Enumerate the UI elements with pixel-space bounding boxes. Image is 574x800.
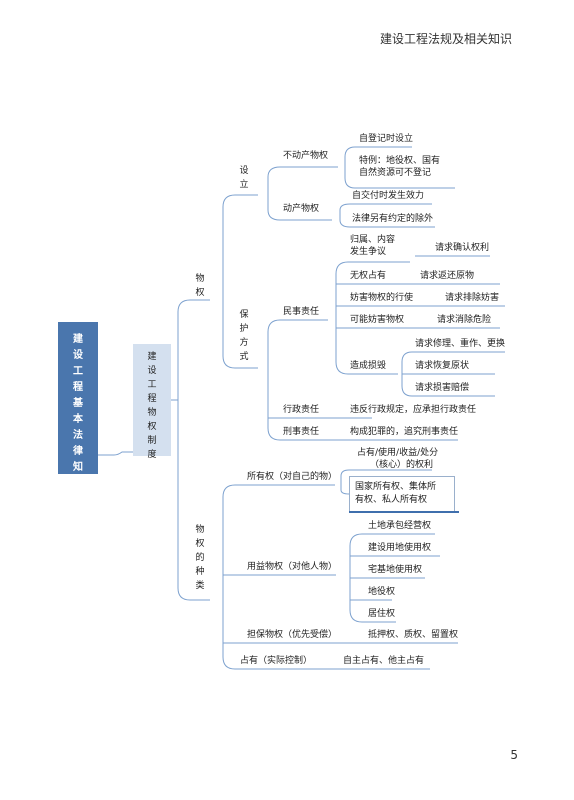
node-yongyi-item5: 居住权 (368, 609, 396, 619)
sub-node: 建设工程物权制度 (133, 344, 171, 460)
node-minshi-remedy-4: 请求消除危险 (437, 315, 492, 325)
node-minshi-remedy-3: 请求排除妨害 (445, 293, 500, 303)
node-minshi-cond-2: 无权占有 (350, 271, 387, 281)
node-dongchan-item1: 自交付时发生效力 (352, 191, 425, 201)
node-zhanyou: 占有（实际控制） (240, 656, 313, 666)
node-yongyi: 用益物权（对他人物） (247, 562, 338, 572)
node-zaocheng-item2: 请求恢复原状 (415, 361, 470, 371)
root-node: 建设工程基本法律知识 (58, 322, 98, 489)
node-yongyi-item1: 土地承包经营权 (368, 521, 432, 531)
node-suoyou-core-1: 占有/使用/收益/处分 (357, 448, 439, 458)
node-suoyou: 所有权（对自己的物） (247, 472, 338, 482)
node-xingzheng-text: 违反行政规定，应承担行政责任 (350, 405, 477, 415)
node-suoyou-underline (349, 511, 459, 513)
node-yongyi-item3: 宅基地使用权 (368, 565, 423, 575)
node-danbao: 担保物权（优先受偿） (247, 630, 338, 640)
node-minshi: 民事责任 (283, 307, 320, 317)
node-wuquan: 物权 (195, 274, 205, 298)
node-minshi-cond-1b: 发生争议 (350, 247, 387, 257)
node-xingzheng: 行政责任 (283, 405, 320, 415)
node-suoyou-core-2: （核心）的权利 (370, 460, 434, 470)
node-zhanyou-text: 自主占有、他主占有 (343, 656, 425, 666)
node-suoyou-types-2: 有权、私人所有权 (355, 495, 428, 505)
node-minshi-cond-1a: 归属、内容 (350, 235, 396, 245)
node-minshi-cond-4: 可能妨害物权 (350, 315, 405, 325)
node-minshi-remedy-2: 请求返还原物 (420, 271, 475, 281)
node-sheli: 设立 (239, 166, 249, 190)
node-zaocheng-item3: 请求损害赔偿 (415, 383, 470, 393)
node-zhonglei: 物权的种类 (195, 525, 205, 591)
node-suoyou-types-1: 国家所有权、集体所 (355, 482, 437, 492)
node-xingshi: 刑事责任 (283, 427, 320, 437)
node-budongchan: 不动产物权 (283, 151, 329, 161)
page-header: 建设工程法规及相关知识 (379, 32, 512, 46)
node-minshi-remedy-1: 请求确认权利 (435, 243, 490, 253)
page-number: 5 (510, 748, 518, 762)
node-xingshi-text: 构成犯罪的，追究刑事责任 (350, 427, 459, 437)
node-budongchan-special-1: 特例：地役权、国有 (359, 156, 441, 166)
node-budongchan-item1: 自登记时设立 (359, 134, 414, 144)
node-yongyi-item2: 建设用地使用权 (368, 543, 432, 553)
node-yongyi-item4: 地役权 (368, 587, 396, 597)
node-budongchan-special-2: 自然资源可不登记 (359, 168, 432, 178)
node-baohu: 保护方式 (239, 310, 249, 362)
node-zaocheng-item1: 请求修理、重作、更换 (415, 339, 506, 349)
node-zaocheng: 造成损毁 (350, 361, 387, 371)
node-minshi-cond-3: 妨害物权的行使 (350, 293, 414, 303)
node-dongchan: 动产物权 (283, 204, 320, 214)
node-danbao-text: 抵押权、质权、留置权 (368, 630, 459, 640)
node-dongchan-item2: 法律另有约定的除外 (352, 214, 434, 224)
